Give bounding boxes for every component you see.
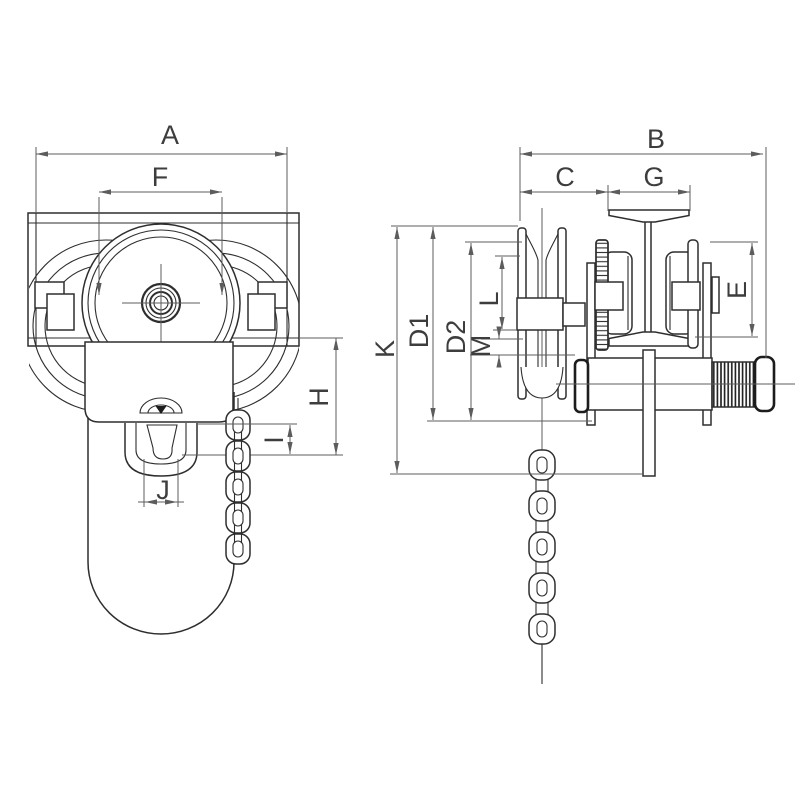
dim-label-g: G [643,162,664,192]
dim-label-e: E [722,281,752,299]
chain-junction-links [233,432,243,543]
suspension-clevis [124,423,198,477]
dim-I [198,423,297,454]
wheel-hub-right [671,281,701,311]
trolley-side-plate-right [702,262,712,426]
dim-A [35,147,288,212]
front-view [27,147,343,635]
dim-label-i: I [259,436,289,444]
axle-assembly [556,349,795,477]
hand-chain-loop [87,392,235,635]
suspension-bar [642,349,656,477]
side-brackets [34,281,288,331]
dim-label-j: J [156,475,170,505]
dim-label-h: H [304,387,334,407]
dim-label-d1: D1 [404,314,434,349]
gear-hub [594,281,624,311]
dim-label-f: F [152,162,169,192]
hand-chain-wheel-side [516,227,586,400]
drive-gear [594,239,624,351]
dim-K [390,225,643,475]
hand-chain-front [225,398,251,565]
trolley-side-plate-left [586,262,596,426]
dim-label-a: A [161,120,179,150]
dim-label-k: K [370,340,400,358]
dim-H [300,337,343,455]
dim-D1 [427,227,592,422]
dim-B [519,147,767,358]
side-view [390,147,795,684]
dim-label-b: B [647,124,665,154]
wheel-shaft [562,302,586,327]
dim-G [608,185,691,211]
dim-label-c: C [555,162,575,192]
housing-dome [139,397,183,414]
dim-E [695,241,758,338]
axle-end-cap-left [573,358,590,414]
wheel-hub [516,297,564,331]
dim-C [520,185,609,211]
dim-F [96,189,225,295]
dim-label-l: L [474,291,504,306]
dim-label-d2: D2 [441,320,471,355]
hand-chain-side [528,449,556,684]
dim-M [470,326,575,368]
trolley-wheel-right-side [665,239,701,349]
dim-label-m: M [466,335,496,358]
dim-D2 [465,241,522,420]
i-beam-section [608,209,690,347]
bearing-block [711,276,720,314]
dimension-labels: A F H I J B C G K D1 D2 L M E [152,120,752,505]
center-crosshair [122,264,200,342]
dim-J [138,459,184,507]
